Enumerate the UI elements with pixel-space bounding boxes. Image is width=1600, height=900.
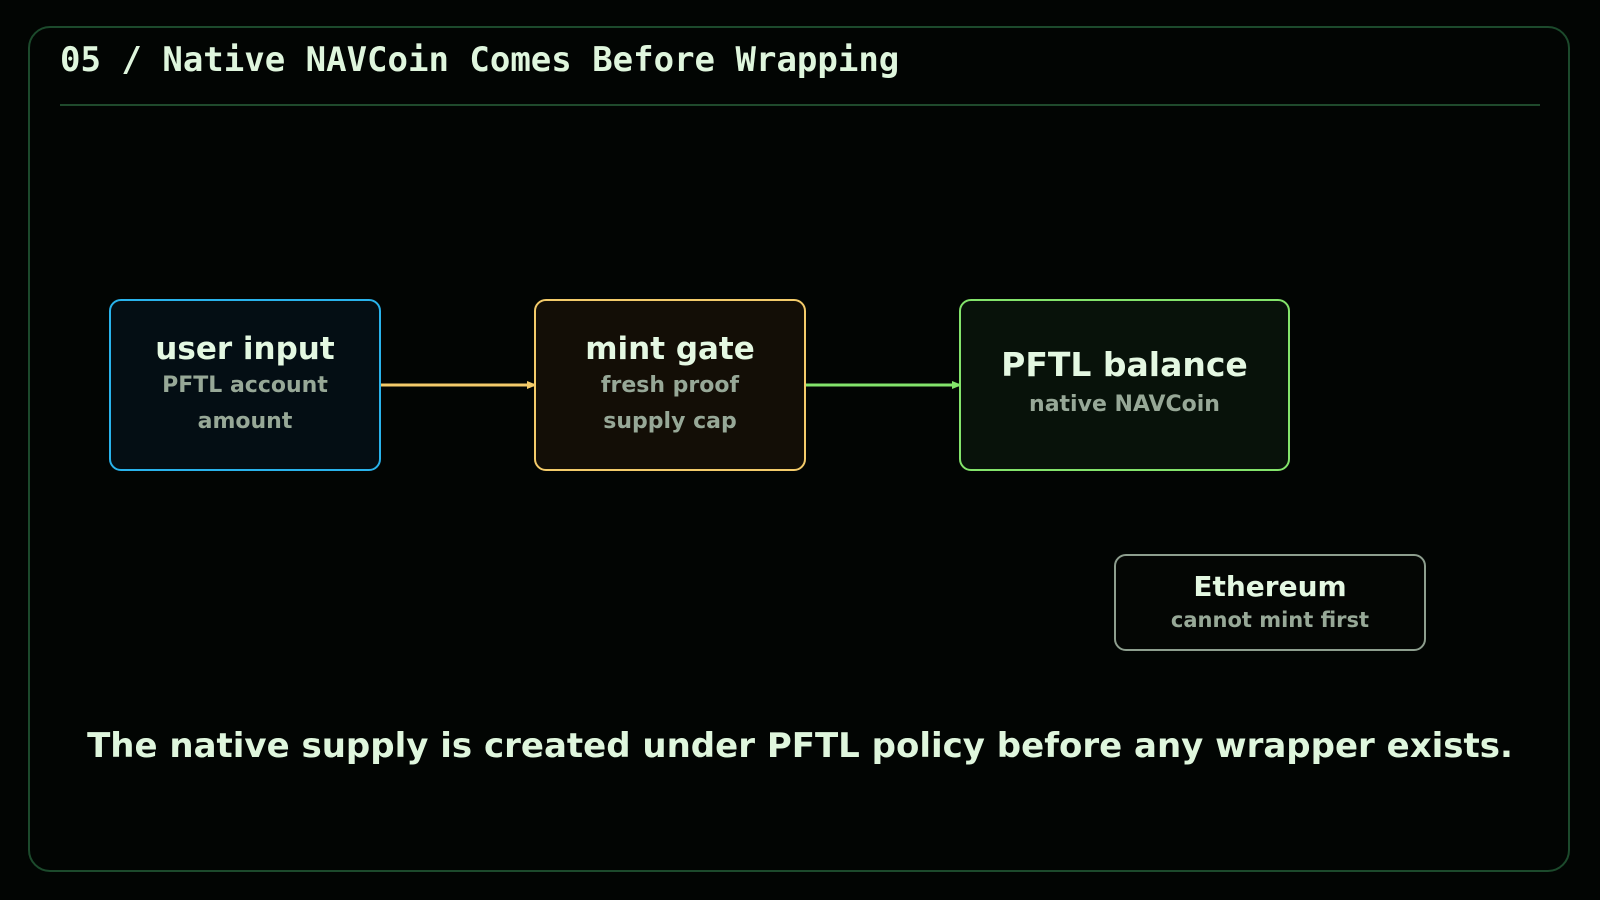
node-detail: amount: [197, 409, 293, 434]
node-title: PFTL balance: [1001, 345, 1248, 384]
node-detail: PFTL account: [162, 373, 328, 398]
node-title: Ethereum: [1193, 569, 1347, 603]
node-detail: native NAVCoin: [1029, 392, 1220, 417]
node-detail: supply cap: [603, 409, 737, 434]
node-pftl-balance: PFTL balance native NAVCoin: [959, 299, 1290, 471]
diagram-frame: [28, 26, 1570, 872]
node-title: user input: [155, 331, 335, 367]
node-detail: fresh proof: [600, 373, 740, 398]
diagram-caption: The native supply is created under PFTL …: [87, 726, 1513, 766]
page-title: 05 / Native NAVCoin Comes Before Wrappin…: [60, 40, 900, 80]
node-title: mint gate: [585, 331, 755, 367]
node-ethereum: Ethereum cannot mint first: [1114, 554, 1426, 651]
node-detail: cannot mint first: [1170, 607, 1370, 632]
title-divider: [60, 104, 1540, 106]
node-mint-gate: mint gate fresh proof supply cap: [534, 299, 806, 471]
node-user-input: user input PFTL account amount: [109, 299, 381, 471]
